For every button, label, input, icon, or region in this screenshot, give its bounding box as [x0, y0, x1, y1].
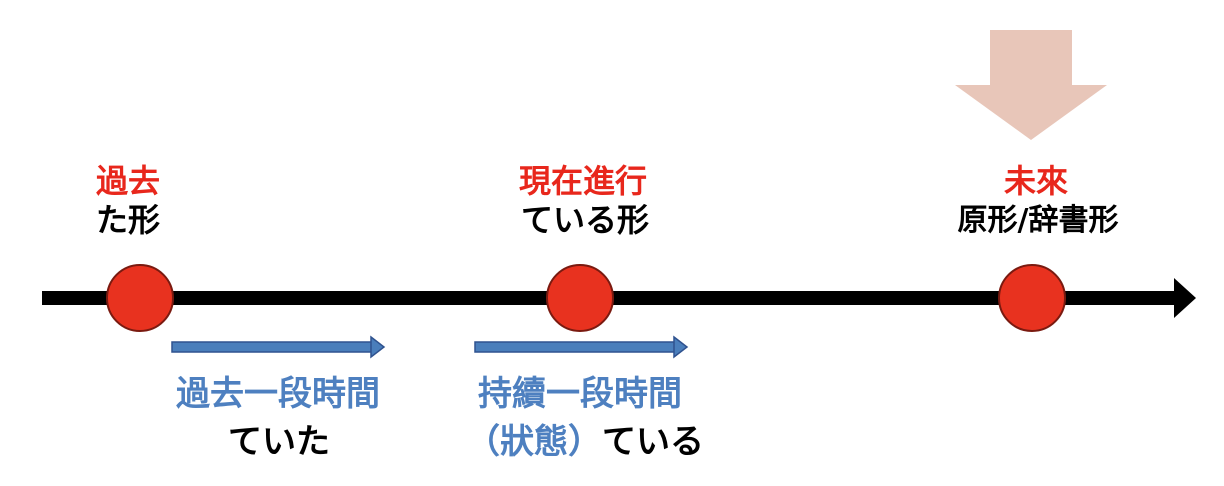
- past-duration-form: ていた: [228, 422, 330, 462]
- present-progressive-form: ている形: [521, 201, 649, 239]
- past-form: た形: [96, 201, 160, 239]
- past-duration-arrow: [171, 335, 386, 359]
- pointer-down-arrow: [955, 30, 1107, 140]
- present-marker: [546, 264, 614, 332]
- continuing-title: 持續一段時間: [478, 374, 682, 414]
- continuing-form: ている: [602, 422, 704, 462]
- continuing-duration-arrow-shaft: [474, 341, 676, 353]
- present-progressive-title: 現在進行: [519, 162, 647, 200]
- pointer-arrow-head: [955, 85, 1107, 140]
- future-title: 未來: [1004, 162, 1068, 200]
- past-title: 過去: [96, 162, 160, 200]
- continuing-duration-arrow: [474, 335, 689, 359]
- timeline-arrowhead: [1174, 278, 1196, 318]
- future-marker: [998, 264, 1066, 332]
- past-marker: [106, 264, 174, 332]
- past-duration-title: 過去一段時間: [176, 374, 380, 414]
- past-duration-arrow-shaft: [171, 341, 373, 353]
- future-form: 原形/辞書形: [958, 203, 1119, 238]
- pointer-arrow-shaft: [990, 30, 1072, 86]
- continuing-duration-arrow-head: [673, 335, 689, 359]
- continuing-state: （狀態）: [466, 422, 602, 462]
- past-duration-arrow-head: [370, 335, 386, 359]
- continuing-form-line: （狀態）ている: [466, 422, 704, 462]
